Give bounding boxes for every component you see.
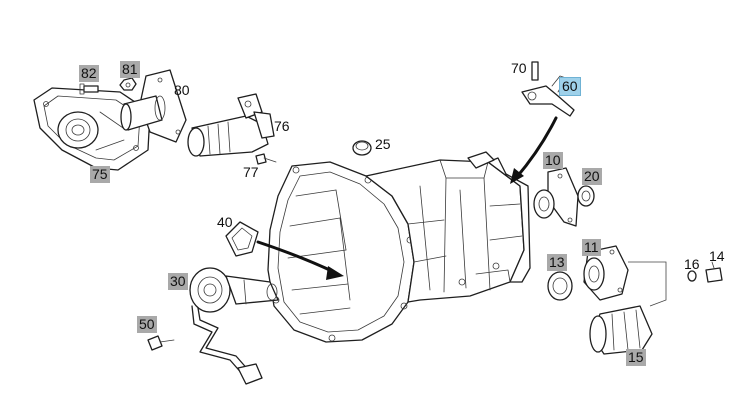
callout-30: 30	[168, 273, 188, 290]
part-82-bolt	[79, 83, 99, 95]
part-15-drive-hub	[589, 305, 653, 355]
part-14-bolt	[705, 261, 723, 283]
part-77-bolt	[255, 153, 277, 165]
callout-16: 16	[684, 256, 700, 272]
callout-14: 14	[709, 248, 725, 264]
part-70-pin	[531, 61, 539, 81]
arrow-40-to-housing	[256, 240, 344, 280]
callout-76: 76	[274, 118, 290, 134]
callout-15: 15	[626, 349, 646, 366]
transmission-housing	[267, 151, 531, 343]
hydraulic-line	[191, 305, 263, 385]
part-75-clutch-bracket	[33, 87, 151, 171]
callout-80: 80	[174, 82, 190, 98]
part-30-concentric-slave-cylinder	[189, 267, 279, 313]
part-13-ring	[547, 271, 573, 301]
callout-60: 60	[559, 77, 581, 96]
part-80-guide-tube	[120, 69, 187, 143]
leader-11-16	[628, 261, 667, 307]
callout-20: 20	[582, 168, 602, 185]
callout-11: 11	[582, 239, 601, 256]
callout-82: 82	[79, 65, 99, 82]
callout-40: 40	[217, 214, 233, 230]
callout-50: 50	[137, 316, 157, 333]
part-81-nut	[119, 77, 137, 91]
part-60-shift-lever	[521, 75, 575, 117]
callout-25: 25	[375, 136, 391, 152]
part-11-coupling-flange	[583, 245, 629, 301]
part-16-washer	[687, 270, 697, 282]
part-40-gasket	[225, 221, 259, 257]
part-10-output-flange	[533, 167, 579, 227]
part-25-plug	[352, 140, 372, 156]
callout-10: 10	[543, 152, 563, 169]
callout-13: 13	[547, 254, 567, 271]
callout-77: 77	[243, 164, 259, 180]
part-20-seal-ring	[577, 185, 595, 207]
part-50-bolt	[147, 335, 175, 351]
callout-70: 70	[511, 60, 527, 76]
callout-81: 81	[120, 61, 140, 78]
arrow-60-to-housing	[510, 116, 558, 184]
callout-75: 75	[90, 166, 110, 183]
part-76-slave-cylinder	[187, 93, 275, 157]
